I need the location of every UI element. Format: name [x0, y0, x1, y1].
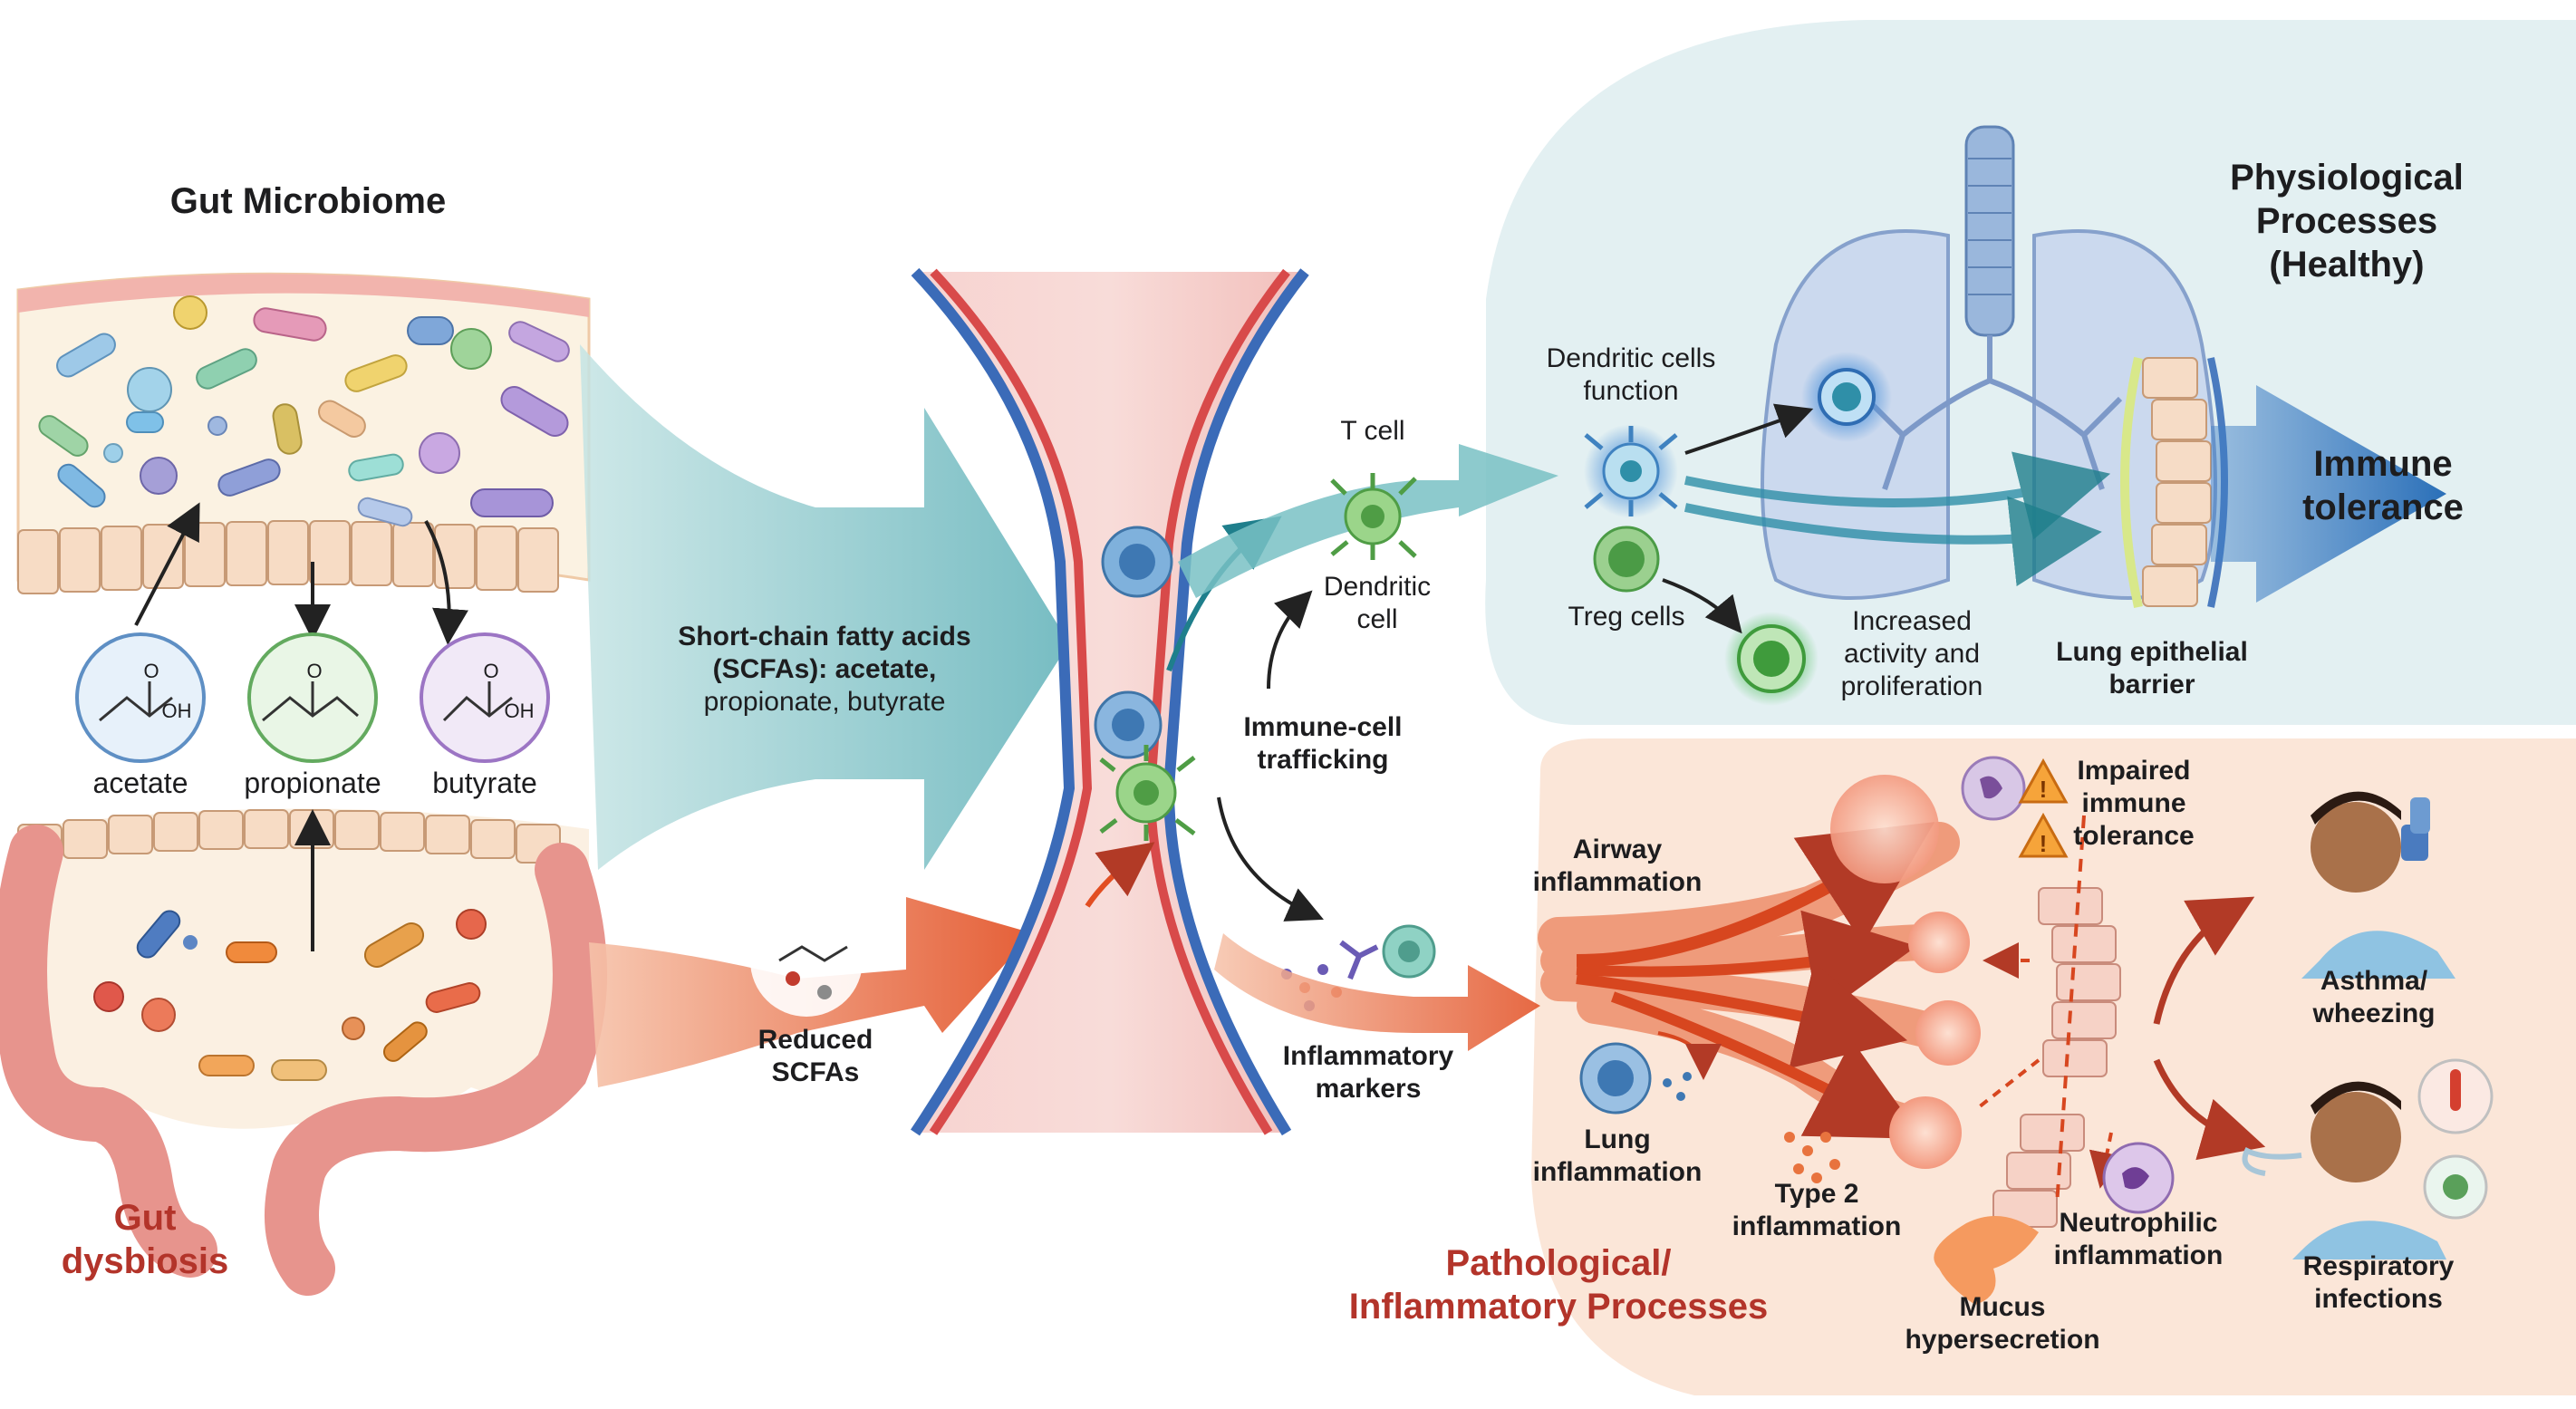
mucus-secretion — [1934, 1216, 2039, 1305]
inflammatory-arrow — [1214, 933, 1540, 1051]
asthma-child — [2301, 791, 2455, 979]
lung-dendritic-cell-glow — [1801, 352, 1892, 442]
butyrate-molecule — [420, 632, 550, 763]
acetate-label: acetate — [92, 767, 188, 799]
t-cell-label: T cell — [1340, 416, 1405, 446]
warning-icon: ! ! — [2018, 758, 2069, 858]
vessel-dendritic-cell — [1099, 745, 1196, 841]
center-dendritic-cell — [1330, 473, 1417, 560]
impaired-immune-cell — [1961, 756, 2026, 821]
svg-text:!: ! — [2040, 830, 2048, 857]
dc-function-cell — [1584, 424, 1678, 518]
treg-cell — [1593, 526, 1660, 593]
acetate-o-label: O — [143, 660, 159, 682]
blood-vessel — [911, 267, 1309, 1136]
scfa-arrow — [580, 344, 1069, 870]
immune-tolerance-arrow — [2211, 385, 2446, 603]
butyrate-label: butyrate — [432, 767, 537, 799]
respiratory-child — [2242, 1058, 2494, 1259]
acetate-molecule — [75, 632, 206, 763]
gut-lumen-top — [16, 272, 591, 645]
neutrophil-cell — [2102, 1142, 2175, 1214]
type2-cytokines — [1784, 1132, 1840, 1183]
propionate-label: propionate — [244, 767, 381, 799]
pathological-title: Pathological/Inflammatory Processes — [1348, 1243, 1769, 1327]
acetate-oh-label: OH — [161, 700, 192, 722]
propionate-o-label: O — [306, 660, 323, 682]
scfa-label: Short-chain fatty acids (SCFAs): acetate… — [678, 622, 971, 717]
lung-inflammation-cell — [1579, 1042, 1692, 1115]
svg-text:!: ! — [2040, 776, 2048, 803]
reduced-scfa-molecule — [750, 904, 863, 1017]
butyrate-oh-label: OH — [504, 700, 535, 722]
propionate-molecule — [247, 632, 378, 763]
inflamed-airways — [1538, 775, 2126, 1305]
asthma-label: Asthma/wheezing — [2312, 966, 2436, 1028]
butyrate-o-label: O — [483, 660, 499, 682]
gut-microbiome-title: Gut Microbiome — [169, 181, 447, 221]
proliferating-treg-cell — [1724, 612, 1819, 706]
dysbiotic-colon — [0, 808, 607, 1296]
treg-label: Treg cells — [1568, 602, 1685, 632]
